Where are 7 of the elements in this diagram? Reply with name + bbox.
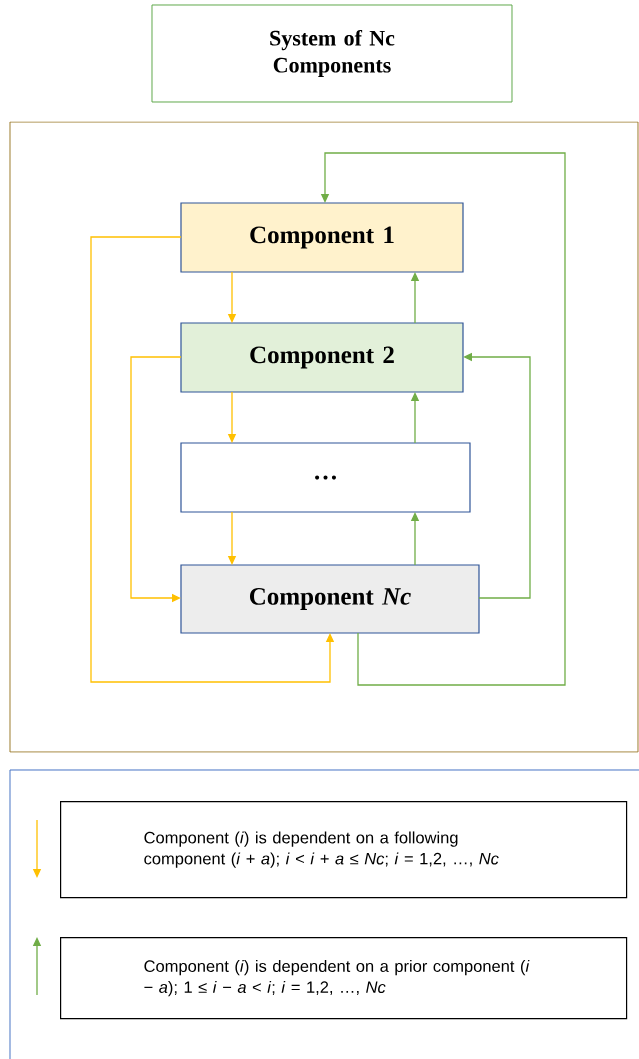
component-box: Component Nc	[180, 564, 480, 634]
title-box: System of Nc Components	[151, 4, 513, 103]
legend-text-box: Component (i) is dependent on a following component (i + a); i < i + a ≤ Nc; i = 1,2, …, Nc	[60, 801, 628, 899]
component-box: Component 1	[180, 202, 464, 273]
legend-text-box: Component (i) is dependent on a prior component (i − a); 1 ≤ i − a < i; i = 1,2, …, Nc	[60, 937, 628, 1020]
ellipsis-box: …	[180, 442, 471, 513]
component-box: Component 2	[180, 322, 464, 393]
